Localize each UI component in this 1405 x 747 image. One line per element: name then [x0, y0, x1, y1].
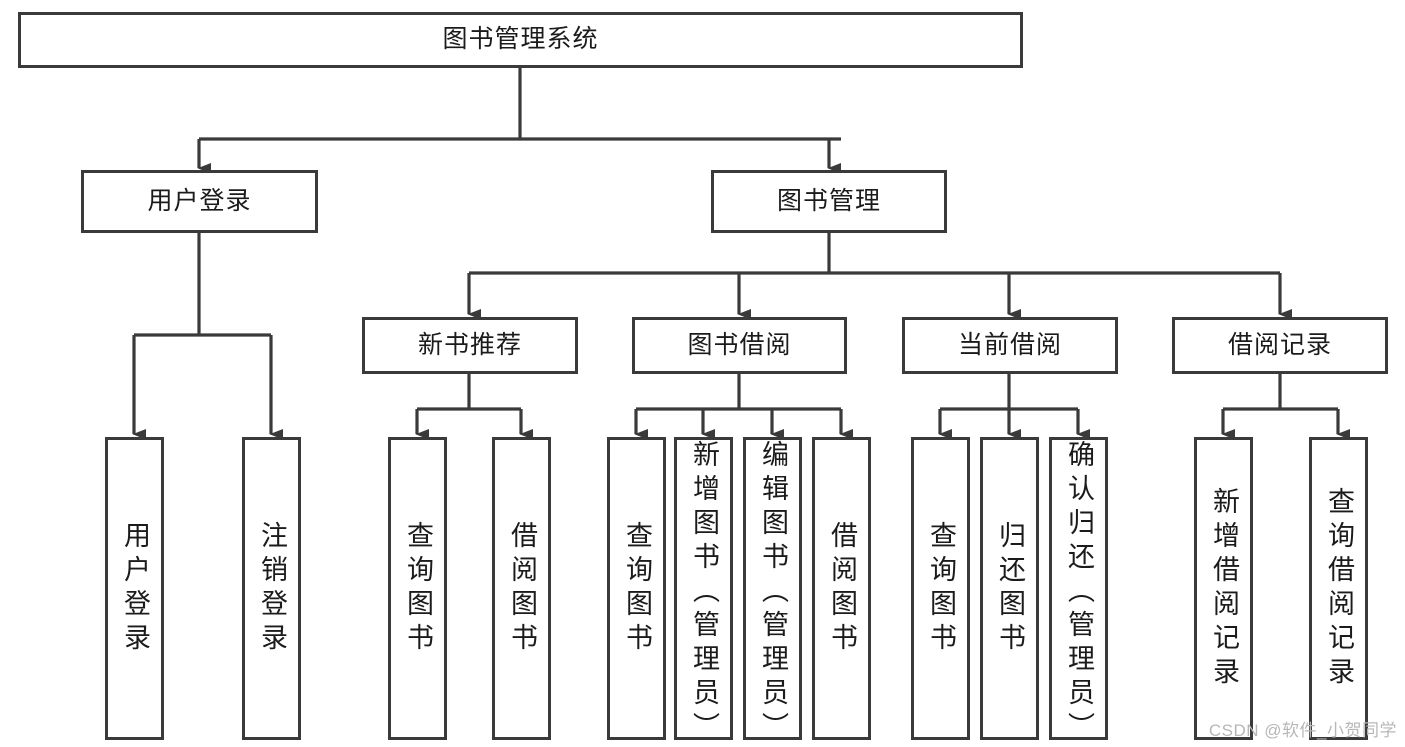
node-label: 归还图书 — [995, 520, 1025, 657]
node-label: 编辑图书（管理员） — [758, 440, 788, 746]
node-label: 确认归还（管理员） — [1064, 440, 1094, 746]
node-label: 查询图书 — [403, 520, 433, 657]
node-root-system[interactable]: 图书管理系统 — [18, 12, 1023, 68]
node-label: 注销登录 — [257, 520, 287, 657]
leaf-user-login[interactable]: 用户登录 — [105, 437, 164, 740]
watermark-text: CSDN @软件_小贺同学 — [1208, 721, 1397, 740]
node-new-book-recommend[interactable]: 新书推荐 — [362, 317, 578, 374]
leaf-logout[interactable]: 注销登录 — [242, 437, 301, 740]
leaf-return-book[interactable]: 归还图书 — [980, 437, 1039, 740]
node-label: 新增图书（管理员） — [689, 440, 719, 746]
leaf-query-book-recommend[interactable]: 查询图书 — [388, 437, 447, 740]
node-current-borrow[interactable]: 当前借阅 — [902, 317, 1118, 374]
leaf-query-borrow-record[interactable]: 查询借阅记录 — [1309, 437, 1368, 740]
node-label: 查询图书 — [926, 520, 956, 657]
node-borrow-record[interactable]: 借阅记录 — [1172, 317, 1388, 374]
leaf-borrow-book-recommend[interactable]: 借阅图书 — [492, 437, 551, 740]
node-label: 新增借阅记录 — [1209, 486, 1239, 691]
node-label: 用户登录 — [120, 520, 150, 657]
node-label: 借阅记录 — [1227, 330, 1332, 359]
node-book-borrow[interactable]: 图书借阅 — [632, 317, 847, 374]
node-label: 查询借阅记录 — [1324, 486, 1354, 691]
leaf-query-book-current[interactable]: 查询图书 — [911, 437, 970, 740]
node-book-management[interactable]: 图书管理 — [711, 170, 947, 233]
leaf-query-book-borrow[interactable]: 查询图书 — [607, 437, 666, 740]
leaf-edit-book-admin[interactable]: 编辑图书（管理员） — [743, 437, 802, 746]
node-label: 查询图书 — [622, 520, 652, 657]
node-label: 新书推荐 — [417, 330, 522, 359]
leaf-add-borrow-record[interactable]: 新增借阅记录 — [1194, 437, 1253, 740]
node-label: 图书管理系统 — [442, 25, 599, 54]
leaf-borrow-book[interactable]: 借阅图书 — [812, 437, 871, 740]
node-label: 图书管理 — [776, 186, 881, 215]
node-label: 用户登录 — [147, 186, 252, 215]
node-label: 图书借阅 — [687, 330, 792, 359]
node-label: 借阅图书 — [827, 520, 857, 657]
node-label: 当前借阅 — [957, 330, 1062, 359]
leaf-confirm-return-admin[interactable]: 确认归还（管理员） — [1049, 437, 1108, 746]
node-label: 借阅图书 — [507, 520, 537, 657]
leaf-add-book-admin[interactable]: 新增图书（管理员） — [674, 437, 733, 746]
node-user-login[interactable]: 用户登录 — [81, 170, 318, 233]
